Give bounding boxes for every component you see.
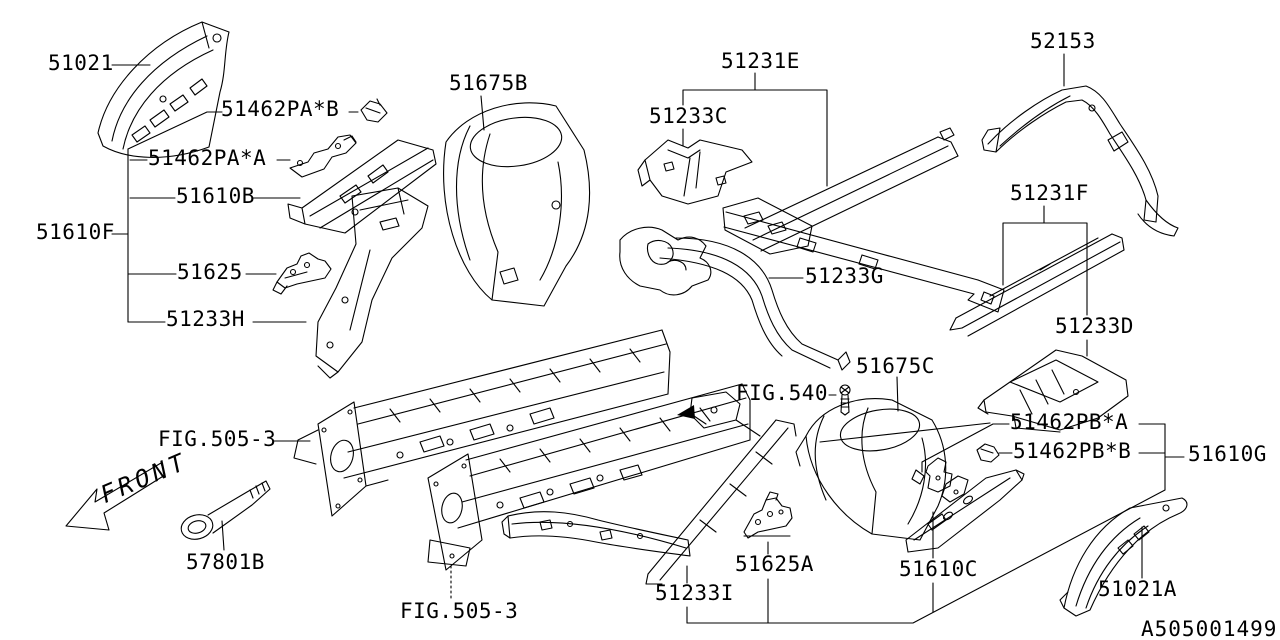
label-51231E: 51231E bbox=[721, 49, 800, 73]
label-51610C: 51610C bbox=[899, 557, 978, 581]
label-51675B: 51675B bbox=[449, 71, 528, 95]
label-57801B: 57801B bbox=[186, 550, 265, 574]
part-57801B-towhook bbox=[180, 480, 271, 540]
label-fig540: FIG.540 bbox=[736, 381, 829, 405]
leader-51462PA-B bbox=[127, 111, 359, 150]
part-51675B-wheelhouse bbox=[443, 102, 591, 307]
part-51462PA-B-clip bbox=[360, 98, 388, 123]
part-51233I-assembly bbox=[501, 391, 797, 585]
label-51625A: 51625A bbox=[735, 552, 814, 576]
label-51610G: 51610G bbox=[1188, 442, 1267, 466]
label-51625: 51625 bbox=[177, 260, 243, 284]
part-51675C-wheelhouse bbox=[795, 398, 947, 541]
fig540-screw-icon bbox=[839, 384, 851, 416]
label-51021A: 51021A bbox=[1098, 577, 1177, 601]
label-51233C: 51233C bbox=[649, 104, 728, 128]
part-51625A-bracket bbox=[743, 491, 793, 539]
diagram-code: A505001499 bbox=[1141, 617, 1278, 640]
bracket-51231E bbox=[682, 72, 828, 187]
label-fig505-top: FIG.505-3 bbox=[158, 427, 277, 451]
label-51462PA-A: 51462PA*A bbox=[148, 146, 267, 170]
part-51610C-reinforcement bbox=[905, 469, 1025, 553]
leader-51675C bbox=[896, 376, 899, 412]
group-boundary-51610G bbox=[686, 422, 1166, 624]
label-51233I: 51233I bbox=[655, 581, 734, 605]
label-51021: 51021 bbox=[48, 51, 114, 75]
label-51610B: 51610B bbox=[176, 184, 255, 208]
label-51462PB-B: 51462PB*B bbox=[1013, 439, 1132, 463]
label-51233G: 51233G bbox=[805, 264, 884, 288]
part-51021A-drawing bbox=[1059, 497, 1188, 617]
part-51462PA-A-bracket bbox=[289, 134, 357, 178]
part-51610B-rail bbox=[287, 139, 437, 234]
label-51233H: 51233H bbox=[166, 307, 245, 331]
part-51462PB-clips bbox=[911, 443, 1000, 503]
bracket-51610G bbox=[1164, 423, 1185, 491]
leader-51610F-bracket bbox=[111, 148, 129, 323]
label-fig505-bottom: FIG.505-3 bbox=[400, 599, 519, 623]
label-51675C: 51675C bbox=[856, 354, 935, 378]
part-51233C-panel bbox=[637, 139, 753, 205]
part-51625-bracket bbox=[272, 252, 332, 295]
label-51233D: 51233D bbox=[1055, 314, 1134, 338]
part-fig505-frame-upper bbox=[293, 329, 671, 517]
label-51610F: 51610F bbox=[36, 220, 115, 244]
label-51462PB-A: 51462PB*A bbox=[1010, 410, 1129, 434]
part-52153-crossmember bbox=[981, 85, 1179, 237]
part-51233D-sill bbox=[977, 349, 1129, 433]
part-51231F-rail bbox=[949, 233, 1125, 337]
bracket-51231F bbox=[1002, 205, 1088, 357]
label-51462PA-B: 51462PA*B bbox=[221, 97, 340, 121]
part-51231E-rail bbox=[722, 127, 1005, 313]
part-51021-drawing bbox=[97, 21, 230, 158]
part-51233G-member bbox=[619, 226, 851, 371]
part-51233H-pillar bbox=[315, 187, 429, 379]
label-51231F: 51231F bbox=[1010, 181, 1089, 205]
front-arrow-icon bbox=[65, 462, 166, 531]
part-fig505-frame-lower bbox=[427, 383, 751, 571]
label-52153: 52153 bbox=[1030, 29, 1096, 53]
leader-51462PB bbox=[921, 423, 1166, 473]
